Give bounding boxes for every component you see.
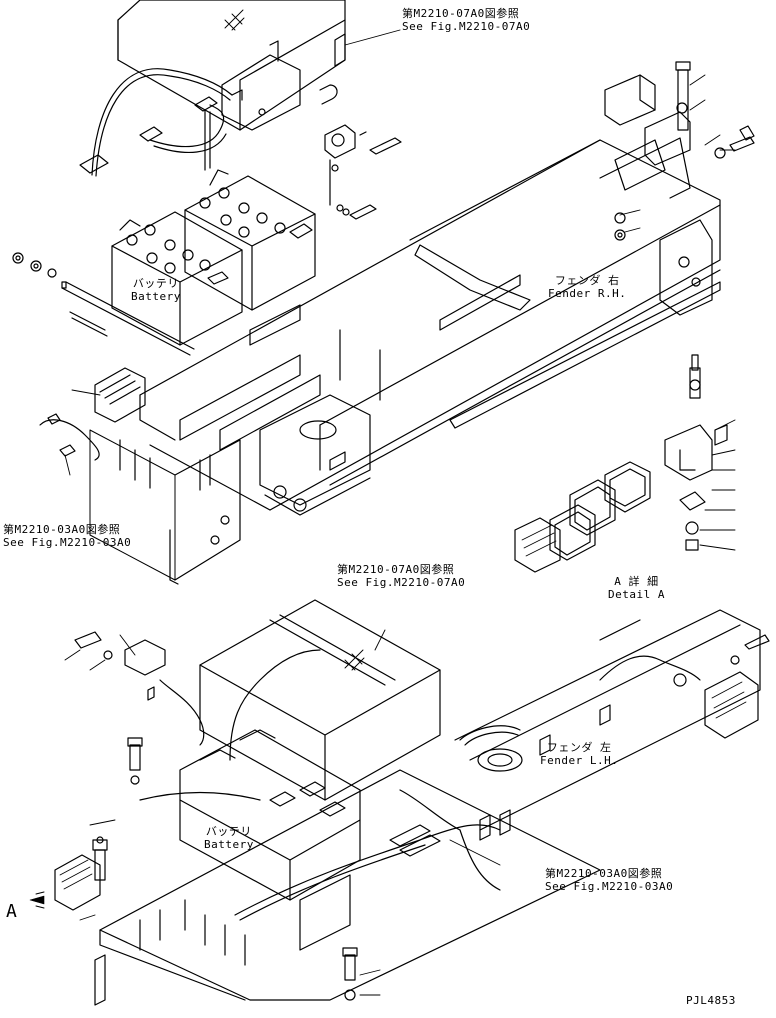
ref-left-label: 第M2210-03A0図参照 See Fig.M2210-03A0: [3, 523, 131, 549]
ref-top-en: See Fig.M2210-07A0: [402, 20, 531, 33]
bottom-harness: [139, 649, 701, 921]
ref-top-jp: 第M2210-07A0図参照: [402, 7, 520, 20]
drawing-code: PJL4853: [686, 994, 736, 1007]
ref-top-label: 第M2210-07A0図参照 See Fig.M2210-07A0: [402, 7, 530, 33]
battery-top-jp: バッテリ: [132, 277, 179, 290]
top-cab-box: [117, 0, 346, 131]
work-lamp-bottom-rh: [673, 634, 770, 739]
chassis-frame-bottom: [99, 769, 601, 1001]
top-harness: [79, 68, 233, 177]
detail-a-lamp-exploded: [514, 354, 728, 573]
bolts-bottom: [74, 631, 358, 1001]
relay-box-top: [221, 40, 301, 131]
battery-bottom-label: バッテリ Battery: [204, 825, 254, 851]
ref-mid-label: 第M2210-07A0図参照 See Fig.M2210-07A0: [337, 563, 465, 589]
battery-bottom: [179, 729, 361, 901]
leader-lines-top: [64, 29, 736, 551]
ref-bottom-label: 第M2210-03A0図参照 See Fig.M2210-03A0: [545, 867, 673, 893]
fender-rh-label: フェンダ 右 Fender R.H.: [548, 274, 626, 300]
bolts-top-rh: [614, 61, 755, 241]
battery-relay-parts: [319, 84, 402, 220]
ref-mid-jp: 第M2210-07A0図参照: [337, 563, 455, 576]
left-frame-top: [89, 429, 241, 585]
ref-left-jp: 第M2210-03A0図参照: [3, 523, 121, 536]
battery-top-en: Battery: [131, 290, 181, 303]
fender-rh-en: Fender R.H.: [548, 287, 627, 300]
detail-a-jp: A 詳 細: [614, 575, 659, 588]
fender-lh-en: Fender L.H.: [540, 754, 619, 767]
ref-bottom-jp: 第M2210-03A0図参照: [545, 867, 663, 880]
fender-lh: [454, 609, 761, 831]
detail-a-label: A 詳 細 Detail A: [608, 575, 665, 601]
work-lamp-top-lh: [39, 367, 146, 461]
battery-top-label: バッテリ Battery: [131, 277, 181, 303]
view-a-marker: A: [6, 901, 18, 922]
fender-lh-label: フェンダ 左 Fender L.H.: [540, 741, 618, 767]
fender-lh-jp: フェンダ 左: [546, 741, 612, 754]
chassis-frame-top: [139, 139, 721, 511]
battery-left-top: [111, 211, 243, 346]
battery-hold-down: [12, 252, 195, 356]
fender-rh-jp: フェンダ 右: [554, 274, 620, 287]
cab-mount-plates: [179, 304, 381, 451]
battery-bottom-en: Battery: [204, 838, 254, 851]
work-lamp-top-rh: [599, 74, 691, 199]
ref-left-en: See Fig.M2210-03A0: [3, 536, 132, 549]
work-lamp-bottom-lh: [29, 836, 108, 1006]
battery-bottom-jp: バッテリ: [205, 825, 252, 838]
bottom-cab-box: [199, 599, 441, 801]
leader-lines-bottom: [64, 629, 501, 996]
pedestal-top: [259, 394, 371, 516]
ref-bottom-en: See Fig.M2210-03A0: [545, 880, 674, 893]
ref-mid-en: See Fig.M2210-07A0: [337, 576, 466, 589]
battery-right-top: [184, 169, 316, 311]
fender-rh-bracket: [414, 219, 713, 331]
detail-a-en: Detail A: [608, 588, 665, 601]
